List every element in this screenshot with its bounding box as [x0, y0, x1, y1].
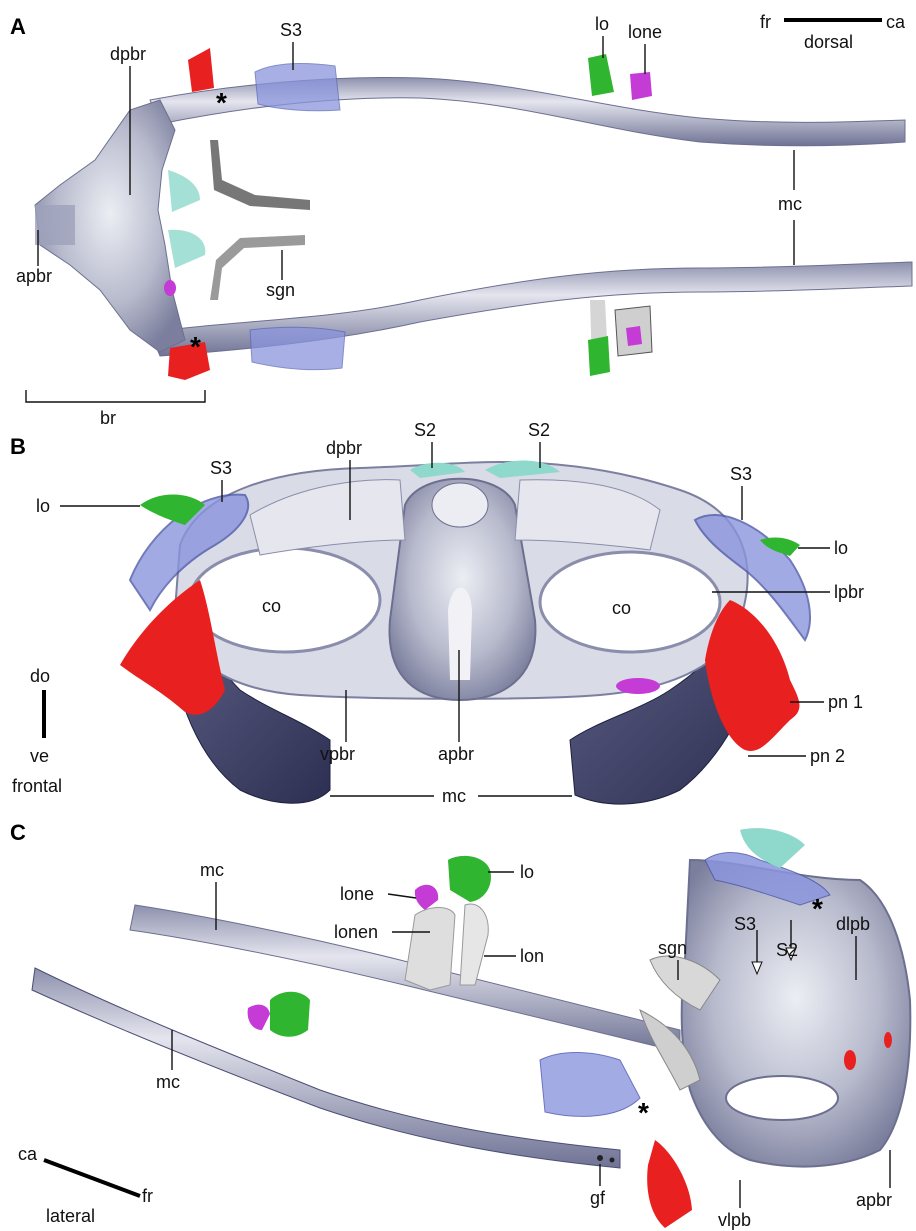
panel-c-red-small-1 [844, 1050, 856, 1070]
panel-a-red-upper [188, 48, 214, 92]
panel-c-label-vlpb: vlpb [718, 1210, 751, 1230]
panel-c-label-lon: lon [520, 946, 544, 966]
panel-a-orient-below: dorsal [804, 32, 853, 52]
panel-b-magenta [616, 678, 660, 694]
panel-c-label-lo: lo [520, 862, 534, 882]
panel-b-label-s3-left: S3 [210, 458, 232, 478]
panel-c-orient-below: lateral [46, 1206, 95, 1226]
panel-c-gf-dot-1 [597, 1155, 603, 1161]
panel-b: B dpbr S2 S2 [10, 420, 864, 806]
panel-c-letter: C [10, 820, 26, 845]
panel-c-label-s2: S2 [776, 940, 798, 960]
panel-c-basket-opening [726, 1076, 838, 1120]
panel-c-lon-shape [460, 904, 488, 985]
panel-c-asterisk-upper: * [812, 893, 823, 924]
panel-c-label-lonen: lonen [334, 922, 378, 942]
panel-a-s2-upper [168, 170, 200, 212]
panel-c-red-small-2 [884, 1032, 892, 1048]
panel-c-lo-shape [448, 856, 491, 902]
panel-b-label-s3-right: S3 [730, 464, 752, 484]
panel-c-orient-bar [44, 1160, 140, 1196]
panel-b-label-vpbr: vpbr [320, 744, 355, 764]
panel-a-label-dpbr: dpbr [110, 44, 146, 64]
panel-b-label-mc: mc [442, 786, 466, 806]
panel-c-label-mc-upper: mc [200, 860, 224, 880]
panel-a-s2-lower [168, 230, 205, 268]
panel-b-label-s2-right: S2 [528, 420, 550, 440]
panel-a-lone-upper [630, 72, 652, 100]
panel-a-asterisk-upper: * [216, 87, 227, 118]
panel-c-lone-shape [415, 885, 438, 910]
panel-a: A fr ca dorsal * [10, 12, 912, 428]
panel-a-orient-left: fr [760, 12, 771, 32]
panel-a-apbr-shape [35, 205, 75, 245]
panel-b-letter: B [10, 434, 26, 459]
panel-b-label-s2-left: S2 [414, 420, 436, 440]
panel-a-lo-upper [588, 54, 614, 96]
panel-c-orient-left: ca [18, 1144, 38, 1164]
panel-c-lone-left-shape [248, 1005, 270, 1030]
panel-c-lonen-shape [405, 908, 455, 991]
panel-c-leader-lone [388, 894, 416, 898]
panel-b-label-co-left: co [262, 596, 281, 616]
panel-a-s3-lower [250, 327, 345, 369]
panel-a-label-lo: lo [595, 14, 609, 34]
panel-b-label-lo-left: lo [36, 496, 50, 516]
panel-c-basket [682, 860, 911, 1167]
panel-a-label-sgn: sgn [266, 280, 295, 300]
panel-a-label-lone: lone [628, 22, 662, 42]
panel-c-label-apbr: apbr [856, 1190, 892, 1210]
panel-c: C * * [10, 820, 910, 1230]
panel-b-apbr-top [432, 483, 488, 527]
panel-a-label-mc: mc [778, 194, 802, 214]
panel-a-magenta-small [164, 280, 176, 296]
panel-c-asterisk-lower: * [638, 1097, 649, 1128]
panel-b-orient-bottom: ve [30, 746, 49, 766]
panel-b-label-dpbr: dpbr [326, 438, 362, 458]
panel-c-lo-left-shape [270, 992, 310, 1037]
panel-c-label-mc-lower: mc [156, 1072, 180, 1092]
panel-b-label-lo-right: lo [834, 538, 848, 558]
panel-b-label-pn1: pn 1 [828, 692, 863, 712]
panel-a-orient-right: ca [886, 12, 906, 32]
panel-c-orient-right: fr [142, 1186, 153, 1206]
panel-a-lone-lower [626, 326, 642, 346]
panel-a-s3-upper [255, 64, 340, 111]
panel-c-label-gf: gf [590, 1188, 606, 1208]
panel-a-sgn-upper [210, 140, 310, 210]
panel-c-blue-lower [540, 1053, 640, 1117]
panel-c-label-s3: S3 [734, 914, 756, 934]
panel-b-label-lpbr: lpbr [834, 582, 864, 602]
panel-c-label-dlpb: dlpb [836, 914, 870, 934]
panel-b-co-left-shape [190, 548, 380, 652]
panel-c-label-sgn: sgn [658, 938, 687, 958]
panel-c-red-lower [647, 1140, 692, 1228]
panel-b-label-co-right: co [612, 598, 631, 618]
panel-c-label-lone: lone [340, 884, 374, 904]
panel-a-asterisk-lower: * [190, 331, 201, 362]
panel-b-label-pn2: pn 2 [810, 746, 845, 766]
panel-a-letter: A [10, 14, 26, 39]
panel-a-label-s3: S3 [280, 20, 302, 40]
panel-b-apbr-ridge [448, 588, 472, 681]
panel-c-gf-dot-2 [610, 1158, 615, 1163]
panel-b-label-apbr: apbr [438, 744, 474, 764]
panel-a-red-lower [168, 342, 210, 380]
panel-a-label-apbr: apbr [16, 266, 52, 286]
panel-a-label-br: br [100, 408, 116, 428]
panel-a-lo-lower [588, 336, 610, 376]
panel-b-orient-below: frontal [12, 776, 62, 796]
panel-a-bracket-br [26, 390, 205, 402]
panel-b-orient-top: do [30, 666, 50, 686]
